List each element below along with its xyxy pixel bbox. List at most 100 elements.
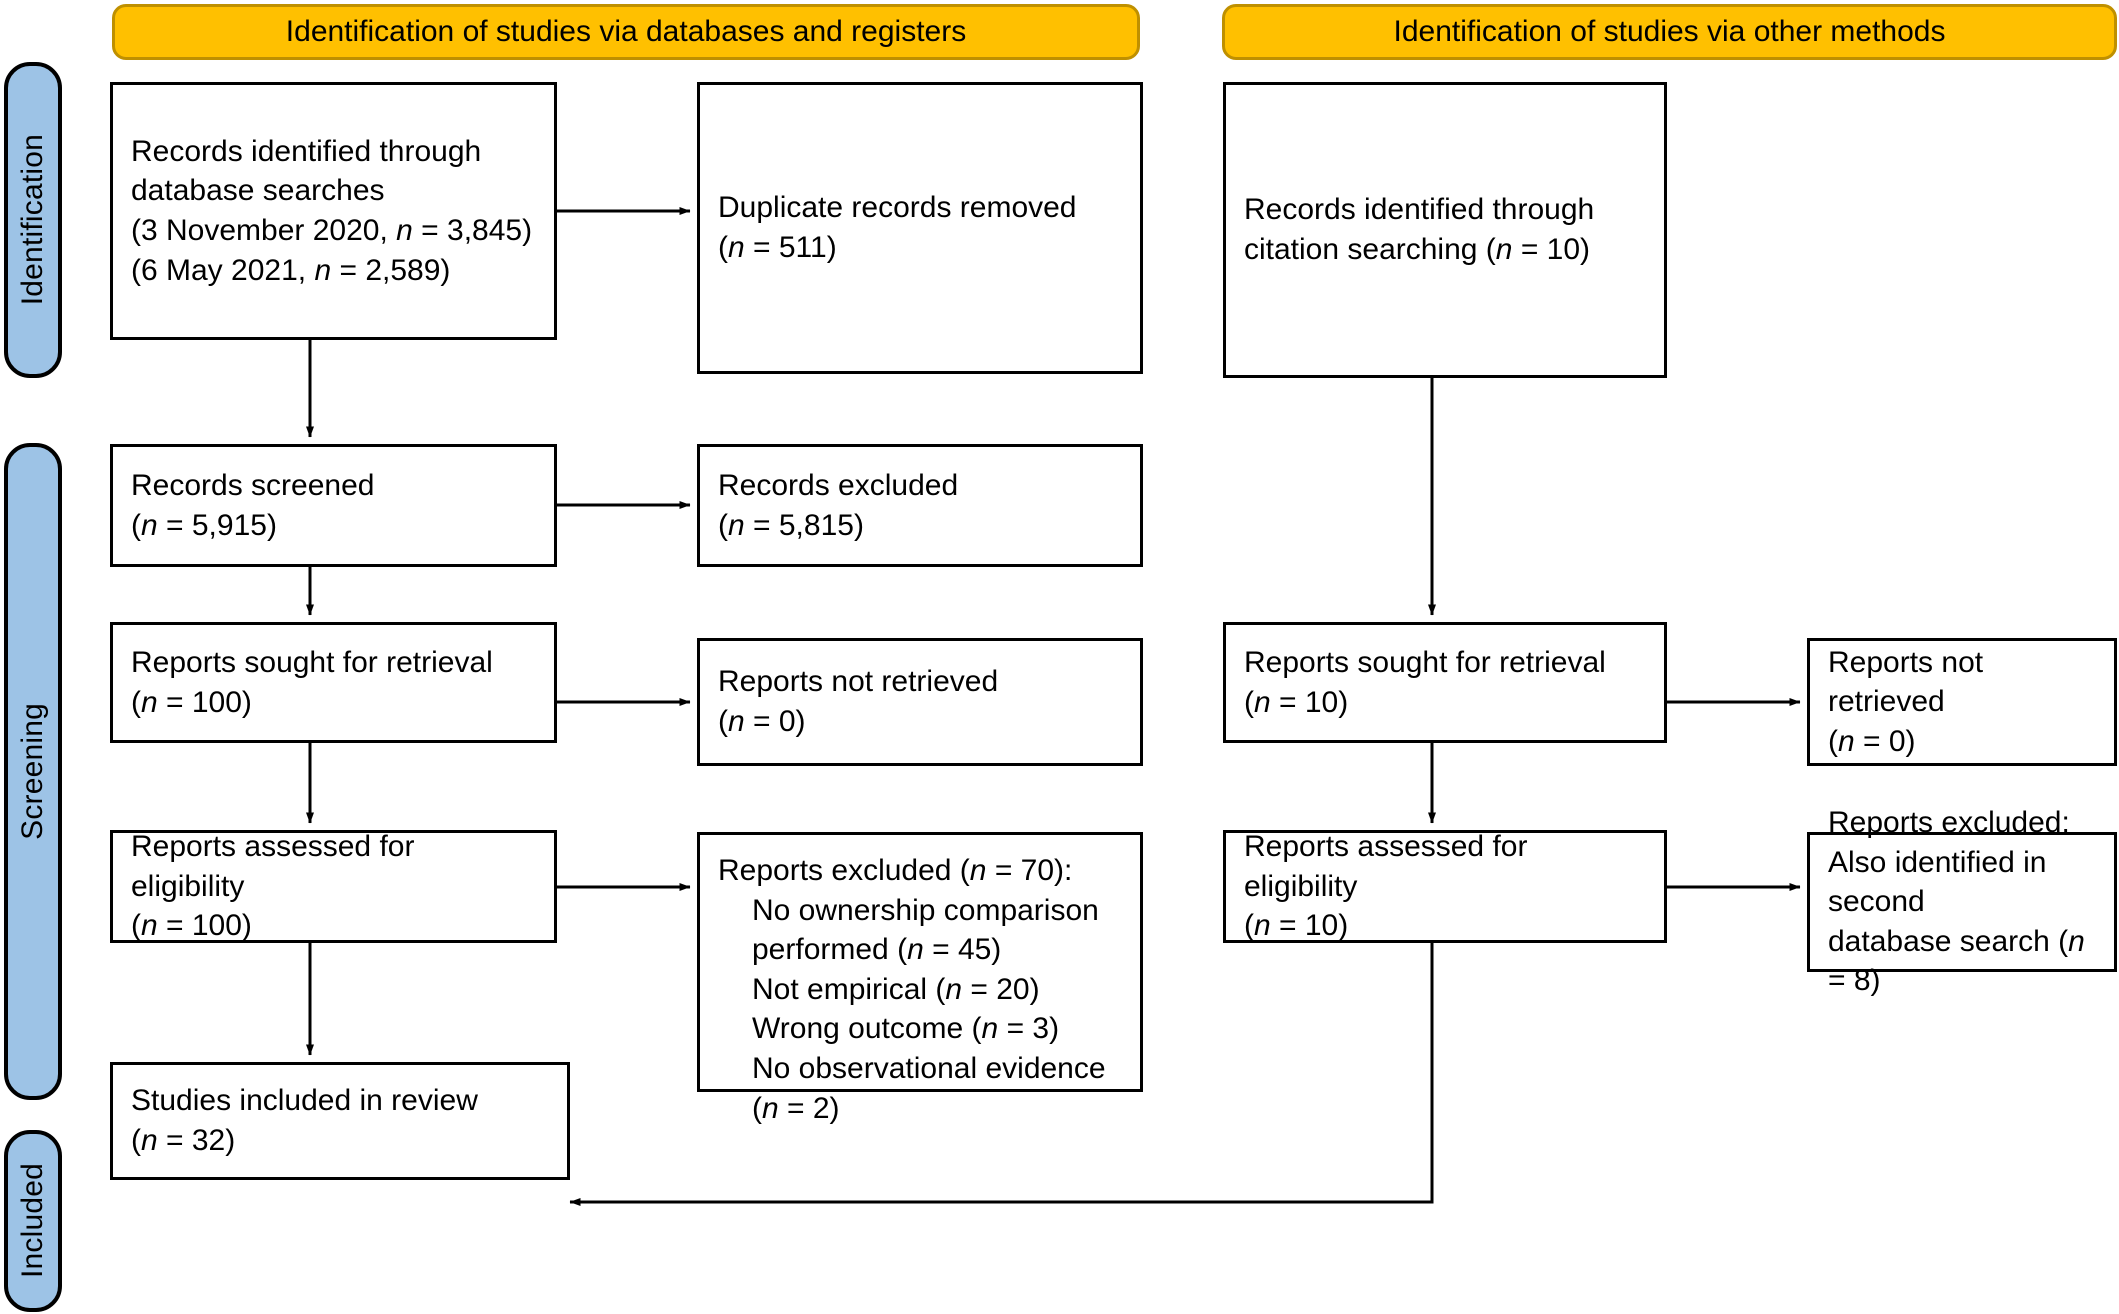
box-records-screened: Records screened(n = 5,915) [110,444,557,567]
n-italic: n [728,705,745,738]
reason-suffix: = 20) [962,972,1040,1006]
box-studies-included: Studies included in review (n = 32) [110,1062,570,1180]
n-italic: n [969,854,987,887]
n-italic: n [1254,685,1271,719]
box-duplicate-records-removed-text: Duplicate records removed (n = 511) [718,188,1122,267]
reason-line: No observational evidence [718,1049,1122,1089]
reason-text: No ownership comparison [752,893,1099,927]
line: Reports sought for retrieval [131,645,493,679]
n-italic: n [728,231,745,264]
box-reports-not-retrieved-other: Reports not retrieved(n = 0) [1807,638,2117,766]
box-reports-excluded-database-text: Reports excluded (n = 70):No ownership c… [718,851,1122,1128]
line: Reports assessed for eligibility [1244,830,1528,903]
line-suffix: = 8) [1828,964,1881,998]
n-italic: n [396,214,413,247]
box-reports-assessed-other-text: Reports assessed for eligibility (n = 10) [1244,827,1646,946]
line-suffix: = 2,589) [331,253,451,287]
line: Reports not retrieved [718,665,999,699]
n-italic: n [141,508,158,542]
line-prefix: ( [1828,724,1838,758]
reason-line: (n = 2) [718,1089,1122,1129]
n-italic: n [141,909,158,943]
box-records-identified-database-text: Records identified through database searc… [131,132,536,290]
box-records-identified-database: Records identified through database searc… [110,82,557,340]
box-reports-assessed-database: Reports assessed for eligibility (n = 100… [110,830,557,943]
line-prefix: ( [131,685,141,719]
line: Records identified through [1244,193,1595,227]
line-suffix: = 0) [744,705,806,738]
n-italic: n [1254,909,1271,943]
line-prefix: Reports excluded ( [718,854,970,887]
line-prefix: database search ( [1828,924,2069,958]
n-italic: n [945,972,963,1006]
phase-label-screening: Screening [16,703,49,840]
line: Records screened [131,468,375,502]
n-italic: n [141,685,158,719]
reason-text: No observational evidence [752,1051,1106,1085]
reason-line: No ownership comparison [718,891,1122,931]
box-reports-excluded-other: Reports excluded:Also identified in seco… [1807,806,2117,997]
line-suffix: = 70): [986,854,1073,887]
reason-suffix: = 2) [778,1091,840,1125]
box-reports-excluded-database: Reports excluded (n = 70):No ownership c… [697,832,1143,1125]
line-prefix: ( [718,231,728,264]
reason-line: performed (n = 45) [718,930,1122,970]
line-prefix: ( [131,909,141,943]
section-header-other-methods: Identification of studies via other meth… [1222,4,2117,60]
line-prefix: ( [1244,909,1254,943]
box-reports-sought-other: Reports sought for retrieval(n = 10) [1223,622,1667,743]
n-italic: n [762,1091,779,1125]
box-reports-sought-other-text: Reports sought for retrieval(n = 10) [1244,643,1646,722]
line-suffix: = 100) [157,685,252,719]
line: Duplicate records removed [718,191,1077,225]
phase-bar-identification: Identification [4,62,62,378]
line: Reports sought for retrieval [1244,645,1606,679]
reason-prefix: performed ( [752,933,908,967]
section-header-databases-label: Identification of studies via databases … [285,15,967,48]
n-italic: n [728,508,745,542]
box-reports-sought-database: Reports sought for retrieval (n = 100) [110,622,557,743]
box-reports-sought-database-text: Reports sought for retrieval (n = 100) [131,643,536,722]
line-suffix: = 100) [157,909,252,943]
box-studies-included-text: Studies included in review (n = 32) [131,1081,549,1160]
box-reports-assessed-database-text: Reports assessed for eligibility (n = 100… [131,827,536,946]
line-suffix: = 511) [744,231,837,264]
line: database searches [131,174,385,208]
n-italic: n [981,1012,999,1046]
phase-bar-included: Included [4,1130,62,1312]
box-duplicate-records-removed: Duplicate records removed (n = 511) [697,82,1143,374]
line-prefix: ( [718,705,728,738]
line-suffix: = 10) [1512,233,1591,266]
box-reports-not-retrieved-other-text: Reports not retrieved(n = 0) [1828,643,2096,762]
box-records-excluded: Records excluded(n = 5,815) [697,444,1143,567]
line-prefix: ( [131,1124,141,1157]
reason-suffix: = 45) [923,933,1002,967]
line-suffix: = 0) [1854,724,1916,758]
section-header-other-methods-label: Identification of studies via other meth… [1393,15,1946,48]
line-prefix: ( [1244,685,1254,719]
reason-line: Wrong outcome (n = 3) [718,1009,1122,1049]
line: Reports assessed for eligibility [131,830,415,903]
n-italic: n [141,1124,158,1157]
n-italic: n [1838,724,1855,758]
n-italic: n [2068,924,2085,958]
reason-suffix: = 3) [998,1012,1060,1046]
phase-bar-screening: Screening [4,443,62,1100]
phase-label-included: Included [16,1163,49,1279]
section-header-databases: Identification of studies via databases … [112,4,1140,60]
box-reports-assessed-other: Reports assessed for eligibility (n = 10) [1223,830,1667,943]
reason-prefix: Not empirical ( [752,972,946,1006]
line: Reports excluded: [1828,806,2070,840]
line: Studies included in review [131,1084,478,1118]
line-prefix: (6 May 2021, [131,253,315,287]
line-suffix: = 5,915) [157,508,277,542]
n-italic: n [907,933,924,967]
line-prefix: ( [718,508,728,542]
line: Records identified through [131,134,482,168]
line-suffix: = 32) [157,1124,236,1157]
line-suffix: = 10) [1270,909,1349,943]
box-reports-excluded-other-text: Reports excluded:Also identified in seco… [1828,803,2096,1001]
